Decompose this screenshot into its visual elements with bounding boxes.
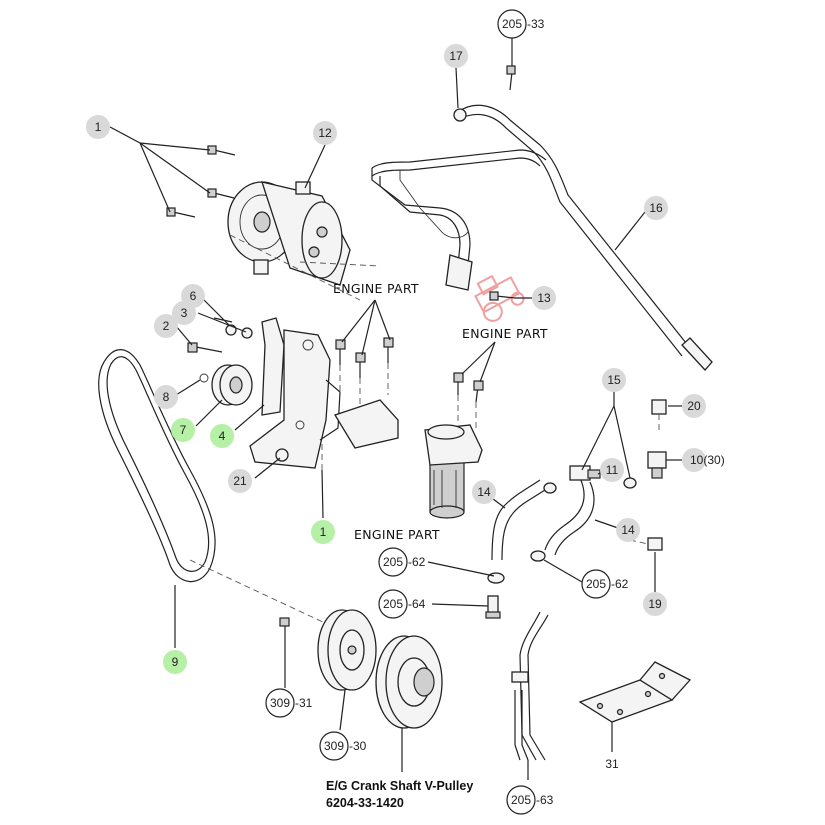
callout-8[interactable]: 8 — [154, 385, 178, 409]
svg-text:309: 309 — [324, 739, 344, 753]
svg-text:20: 20 — [687, 399, 701, 413]
callout-9[interactable]: 9 — [163, 650, 187, 674]
callout-31[interactable]: 31 — [605, 757, 619, 771]
callout-12[interactable]: 12 — [313, 121, 337, 145]
watermark-tractor-icon — [474, 274, 525, 322]
v-belt — [98, 349, 216, 583]
ref-309-31[interactable]: 309 -31 — [265, 688, 313, 718]
leader-lines — [109, 38, 682, 780]
callout-1-bottom[interactable]: 1 — [311, 520, 335, 544]
svg-text:8: 8 — [163, 390, 170, 404]
filter-assembly — [424, 372, 484, 519]
svg-text:1: 1 — [320, 525, 327, 539]
svg-text:6: 6 — [190, 289, 197, 303]
engine-part-label: ENGINE PART — [354, 527, 440, 542]
idler-pulley — [187, 317, 253, 406]
svg-text:31: 31 — [605, 757, 619, 771]
svg-text:9: 9 — [172, 655, 179, 669]
mount-plate-31 — [578, 661, 692, 723]
callout-7[interactable]: 7 — [171, 418, 195, 442]
pulley-crank — [375, 635, 443, 729]
pulley-309-30 — [317, 609, 377, 691]
svg-text:205: 205 — [511, 793, 531, 807]
svg-text:-31: -31 — [295, 696, 313, 710]
caption-title: E/G Crank Shaft V-Pulley — [326, 779, 473, 793]
ref-205-62-left[interactable]: 205 -62 — [378, 547, 426, 577]
engine-bolts-1 — [335, 337, 394, 405]
svg-text:-33: -33 — [527, 17, 545, 31]
svg-text:-30: -30 — [349, 739, 367, 753]
callout-19[interactable]: 19 — [643, 592, 667, 616]
callout-10[interactable]: 10(30) — [682, 448, 725, 472]
svg-text:205: 205 — [586, 577, 606, 591]
callout-15[interactable]: 15 — [602, 368, 626, 392]
fitting-10 — [647, 451, 667, 479]
svg-text:15: 15 — [607, 373, 621, 387]
svg-text:205: 205 — [383, 597, 403, 611]
callout-20[interactable]: 20 — [682, 394, 706, 418]
svg-text:12: 12 — [318, 126, 332, 140]
svg-text:17: 17 — [449, 49, 463, 63]
svg-text:-63: -63 — [536, 793, 554, 807]
svg-text:-64: -64 — [408, 597, 426, 611]
lower-pipe — [511, 611, 549, 761]
heater-hoses — [487, 466, 637, 584]
svg-text:11: 11 — [606, 463, 619, 477]
compressor-bolts — [166, 145, 236, 218]
svg-text:16: 16 — [649, 201, 663, 215]
svg-text:14: 14 — [621, 523, 635, 537]
callout-16[interactable]: 16 — [644, 196, 668, 220]
callout-3[interactable]: 3 — [172, 301, 196, 325]
engine-part-label: ENGINE PART — [333, 281, 419, 296]
compressor — [227, 181, 351, 286]
ac-hose — [371, 104, 713, 371]
callout-14a[interactable]: 14 — [472, 480, 496, 504]
callout-13[interactable]: 13 — [532, 286, 556, 310]
svg-text:205: 205 — [383, 555, 403, 569]
ref-205-63[interactable]: 205 -63 — [506, 785, 554, 815]
svg-text:4: 4 — [219, 429, 226, 443]
ref-205-33[interactable]: 205 -33 — [497, 9, 545, 39]
watermark — [474, 274, 525, 322]
svg-text:2: 2 — [163, 319, 170, 333]
ref-205-64[interactable]: 205 -64 — [378, 589, 426, 619]
callout-21[interactable]: 21 — [228, 469, 252, 493]
svg-text:21: 21 — [233, 474, 247, 488]
callout-4[interactable]: 4 — [210, 424, 234, 448]
fitting-205-64 — [485, 595, 501, 619]
svg-text:7: 7 — [180, 423, 187, 437]
bracket — [249, 317, 399, 469]
svg-text:-62: -62 — [611, 577, 629, 591]
callout-17[interactable]: 17 — [444, 44, 468, 68]
svg-text:13: 13 — [537, 291, 551, 305]
svg-text:1: 1 — [95, 120, 102, 134]
svg-text:309: 309 — [270, 696, 290, 710]
ref-309-30[interactable]: 309 -30 — [319, 731, 367, 761]
svg-text:3: 3 — [181, 306, 188, 320]
engine-part-label: ENGINE PART — [462, 326, 548, 341]
callout-2[interactable]: 2 — [154, 314, 178, 338]
caption-part-number: 6204-33-1420 — [326, 796, 404, 810]
ref-205-62-right[interactable]: 205 -62 — [581, 569, 629, 599]
fitting-11 — [569, 465, 601, 481]
callout-14b[interactable]: 14 — [616, 518, 640, 542]
svg-text:10(30): 10(30) — [690, 453, 725, 467]
sensor-20 — [651, 399, 667, 430]
svg-text:19: 19 — [648, 597, 662, 611]
callout-1-top[interactable]: 1 — [86, 115, 110, 139]
svg-text:14: 14 — [477, 485, 491, 499]
svg-text:205: 205 — [502, 17, 522, 31]
svg-text:-62: -62 — [408, 555, 426, 569]
callout-11[interactable]: 11 — [600, 458, 624, 482]
